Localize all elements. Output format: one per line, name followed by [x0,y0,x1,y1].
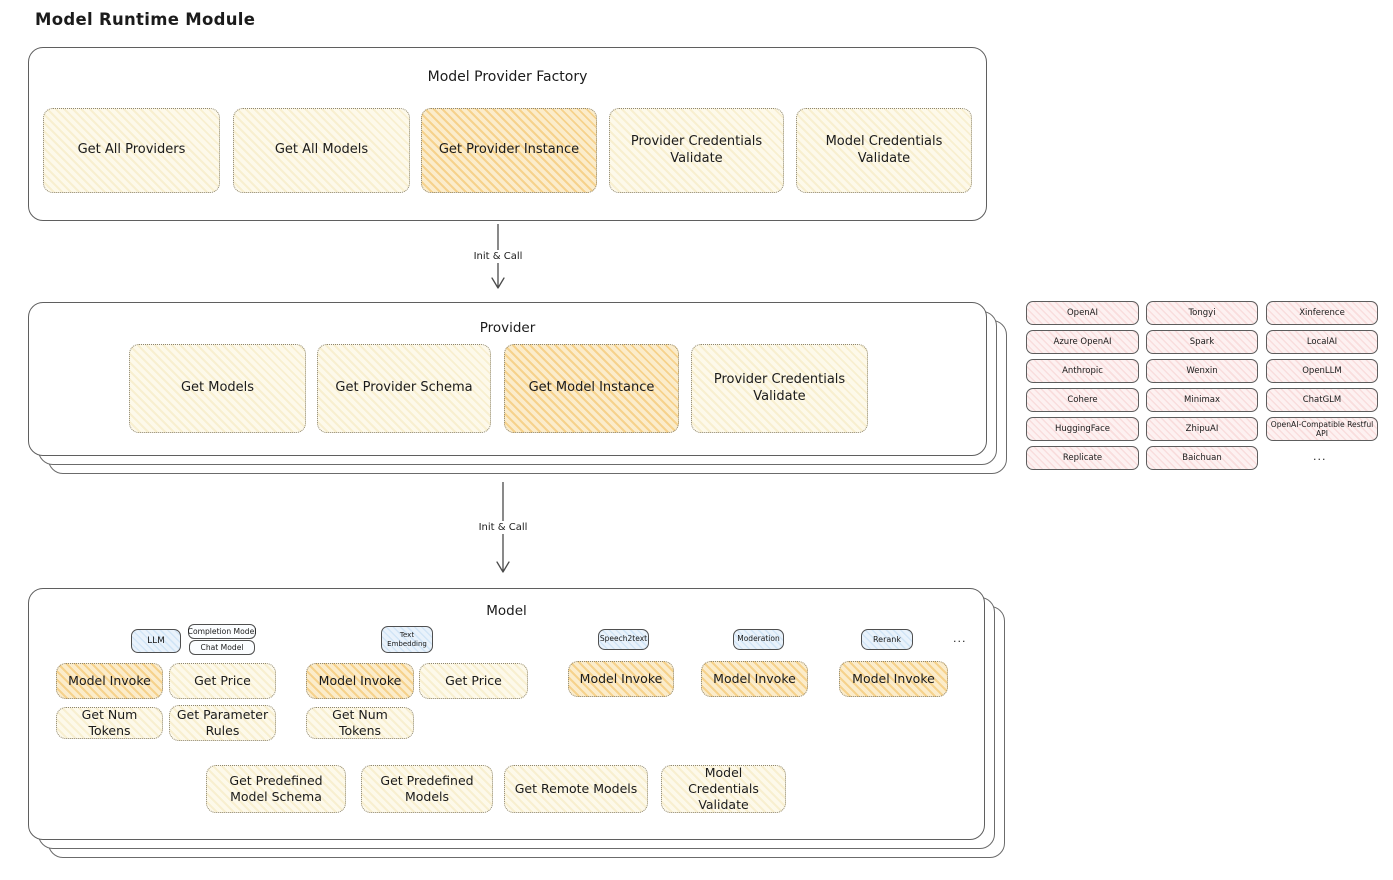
model-title: Model [486,603,527,619]
arrow-label-init-call-2: Init & Call [473,521,533,534]
provider-tongyi: Tongyi [1146,301,1258,325]
node-get-all-providers: Get All Providers [43,108,220,193]
node-model-credentials-validate-factory: Model Credentials Validate [796,108,972,193]
model-panel: Model LLM Completion Model Chat Model Te… [28,588,985,840]
provider-wenxin: Wenxin [1146,359,1258,383]
node-model-invoke-speech2text: Model Invoke [568,661,674,697]
provider-title: Provider [479,320,536,336]
provider-zhipuai: ZhipuAI [1146,417,1258,441]
type-badge-text-embedding: Text Embedding [381,626,433,653]
factory-panel: Model Provider Factory Get All Providers… [28,47,987,221]
node-model-invoke-rerank: Model Invoke [839,661,948,697]
type-badge-speech2text: Speech2text [598,629,649,650]
provider-baichuan: Baichuan [1146,446,1258,470]
node-get-predefined-models: Get Predefined Models [361,765,493,813]
type-badge-rerank: Rerank [861,629,913,650]
provider-azure-openai: Azure OpenAI [1026,330,1139,354]
node-get-price-text-embedding: Get Price [419,663,528,699]
node-get-num-tokens-llm: Get Num Tokens [56,707,163,739]
type-badge-llm: LLM [131,629,181,653]
arrow-label-init-call-1: Init & Call [468,250,528,263]
provider-minimax: Minimax [1146,388,1258,412]
node-provider-credentials-validate: Provider Credentials Validate [691,344,868,433]
provider-cohere: Cohere [1026,388,1139,412]
provider-chatglm: ChatGLM [1266,388,1378,412]
node-get-provider-instance: Get Provider Instance [421,108,597,193]
provider-localai: LocalAI [1266,330,1378,354]
provider-huggingface: HuggingFace [1026,417,1139,441]
type-badge-moderation: Moderation [733,629,784,650]
node-get-provider-schema: Get Provider Schema [317,344,491,433]
node-get-remote-models: Get Remote Models [504,765,648,813]
provider-spark: Spark [1146,330,1258,354]
node-get-parameter-rules: Get Parameter Rules [169,705,276,741]
provider-anthropic: Anthropic [1026,359,1139,383]
provider-openai-compatible: OpenAI-Compatible Restful API [1266,417,1378,441]
node-get-predefined-model-schema: Get Predefined Model Schema [206,765,346,813]
page-title: Model Runtime Module [35,10,256,29]
node-get-model-instance: Get Model Instance [504,344,679,433]
provider-openllm: OpenLLM [1266,359,1378,383]
provider-more-ellipsis: ... [1313,450,1327,463]
model-types-more-ellipsis: ... [953,632,967,645]
factory-title: Model Provider Factory [427,69,588,85]
node-model-invoke-llm: Model Invoke [56,663,163,699]
node-provider-credentials-validate-factory: Provider Credentials Validate [609,108,784,193]
node-model-credentials-validate: Model Credentials Validate [661,765,786,813]
provider-openai: OpenAI [1026,301,1139,325]
provider-panel: Provider Get Models Get Provider Schema … [28,302,987,456]
provider-replicate: Replicate [1026,446,1139,470]
node-get-models: Get Models [129,344,306,433]
node-get-num-tokens-text-embedding: Get Num Tokens [306,707,414,739]
node-get-price-llm: Get Price [169,663,276,699]
provider-xinference: Xinference [1266,301,1378,325]
subtype-badge-completion-model: Completion Model [188,624,256,639]
node-model-invoke-moderation: Model Invoke [701,661,808,697]
node-get-all-models: Get All Models [233,108,410,193]
node-model-invoke-text-embedding: Model Invoke [306,663,414,699]
subtype-badge-chat-model: Chat Model [189,640,255,655]
